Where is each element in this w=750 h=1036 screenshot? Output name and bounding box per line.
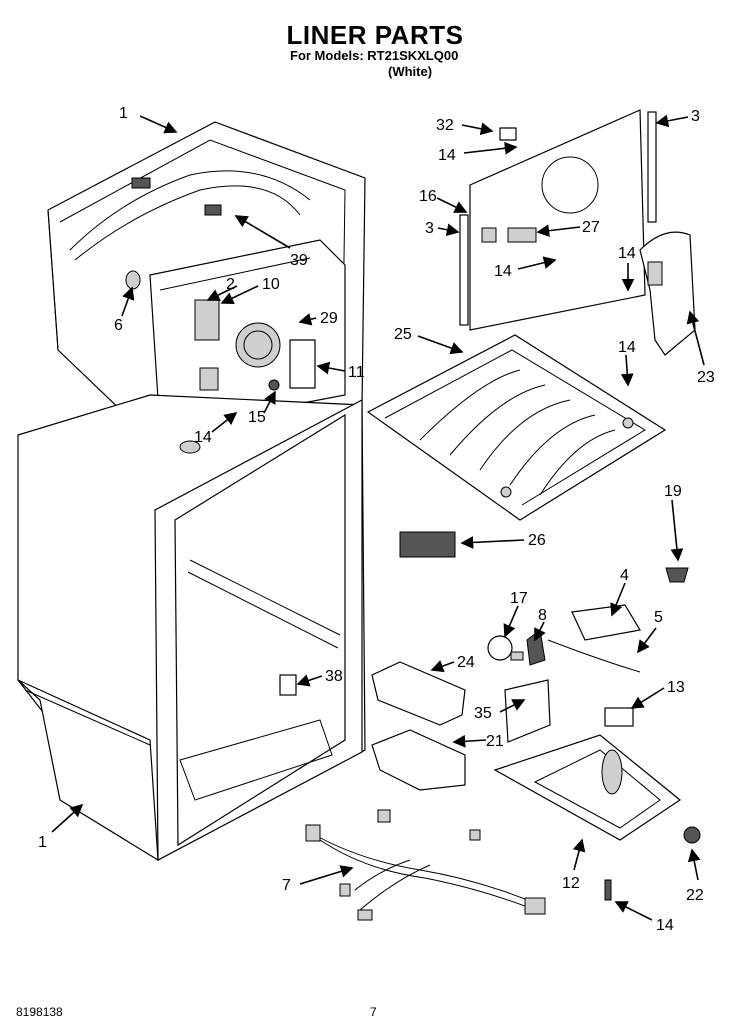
callout-6: 6	[114, 317, 123, 334]
callout-17: 17	[510, 590, 528, 607]
page-number: 7	[370, 1005, 377, 1019]
callout-5: 5	[654, 609, 663, 626]
callout-32: 32	[436, 117, 454, 134]
callout-35: 35	[474, 705, 492, 722]
callout-19: 19	[664, 483, 682, 500]
models-line: For Models: RT21SKXLQ00	[290, 48, 459, 63]
callout-10: 10	[262, 276, 280, 293]
callout-1-bottom: 1	[38, 834, 47, 851]
callout-1-top: 1	[119, 105, 128, 122]
callout-labels: 1 39 2 10 6 29 11 15 14 32 14 3 16 3 27 …	[38, 105, 715, 934]
crisper-cover	[366, 334, 667, 521]
leader-lines	[51, 114, 705, 921]
callout-14-b: 14	[494, 263, 512, 280]
page-title: LINER PARTS	[286, 20, 464, 50]
callout-27: 27	[582, 219, 600, 236]
callout-8: 8	[538, 607, 547, 624]
callout-22: 22	[686, 887, 704, 904]
air-duct	[639, 231, 696, 356]
callout-14-a: 14	[438, 147, 456, 164]
callout-7: 7	[282, 877, 291, 894]
callout-2: 2	[226, 276, 235, 293]
callout-39: 39	[290, 252, 308, 269]
callout-11: 11	[348, 364, 365, 381]
callout-14-e: 14	[656, 917, 674, 934]
callout-23: 23	[697, 369, 715, 386]
callout-26: 26	[528, 532, 546, 549]
callout-13: 13	[667, 679, 685, 696]
callout-12: 12	[562, 875, 580, 892]
fresh-food-liner	[17, 394, 366, 862]
callout-16: 16	[419, 188, 437, 205]
callout-38: 38	[325, 668, 343, 685]
callout-14-left: 14	[194, 429, 212, 446]
wire-harness	[305, 809, 546, 921]
small-parts	[279, 531, 701, 901]
callout-25: 25	[394, 326, 412, 343]
document-number: 8198138	[16, 1005, 63, 1019]
callout-21: 21	[486, 733, 504, 750]
control-housing	[459, 109, 657, 331]
freezer-liner	[47, 121, 366, 439]
callout-3-left: 3	[425, 220, 434, 237]
callout-29: 29	[320, 310, 338, 327]
callout-4: 4	[620, 567, 629, 584]
callout-24: 24	[457, 654, 475, 671]
callout-15: 15	[248, 409, 266, 426]
color-line: (White)	[388, 64, 433, 79]
callout-14-c: 14	[618, 245, 636, 262]
callout-3-right: 3	[691, 108, 700, 125]
callout-14-d: 14	[618, 339, 636, 356]
